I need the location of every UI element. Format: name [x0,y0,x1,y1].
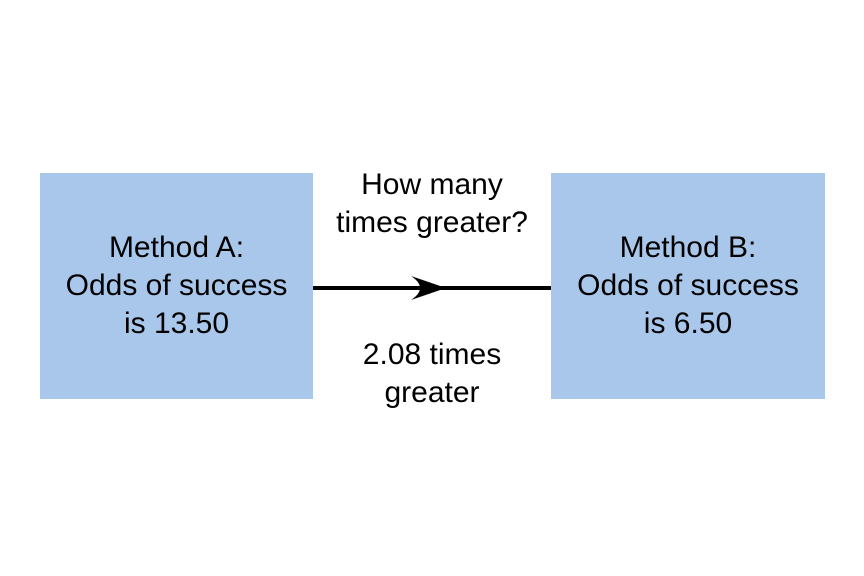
method-b-box: Method B: Odds of success is 6.50 [551,173,825,399]
method-a-text: Method A: Odds of success is 13.50 [65,231,288,340]
method-b-text: Method B: Odds of success is 6.50 [577,231,799,340]
method-a-box: Method A: Odds of success is 13.50 [40,173,313,399]
right-arrowhead-icon [411,276,446,300]
arrow-question-label: How many times greater? [336,168,528,239]
arrow-answer-label: 2.08 times greater [362,338,502,409]
